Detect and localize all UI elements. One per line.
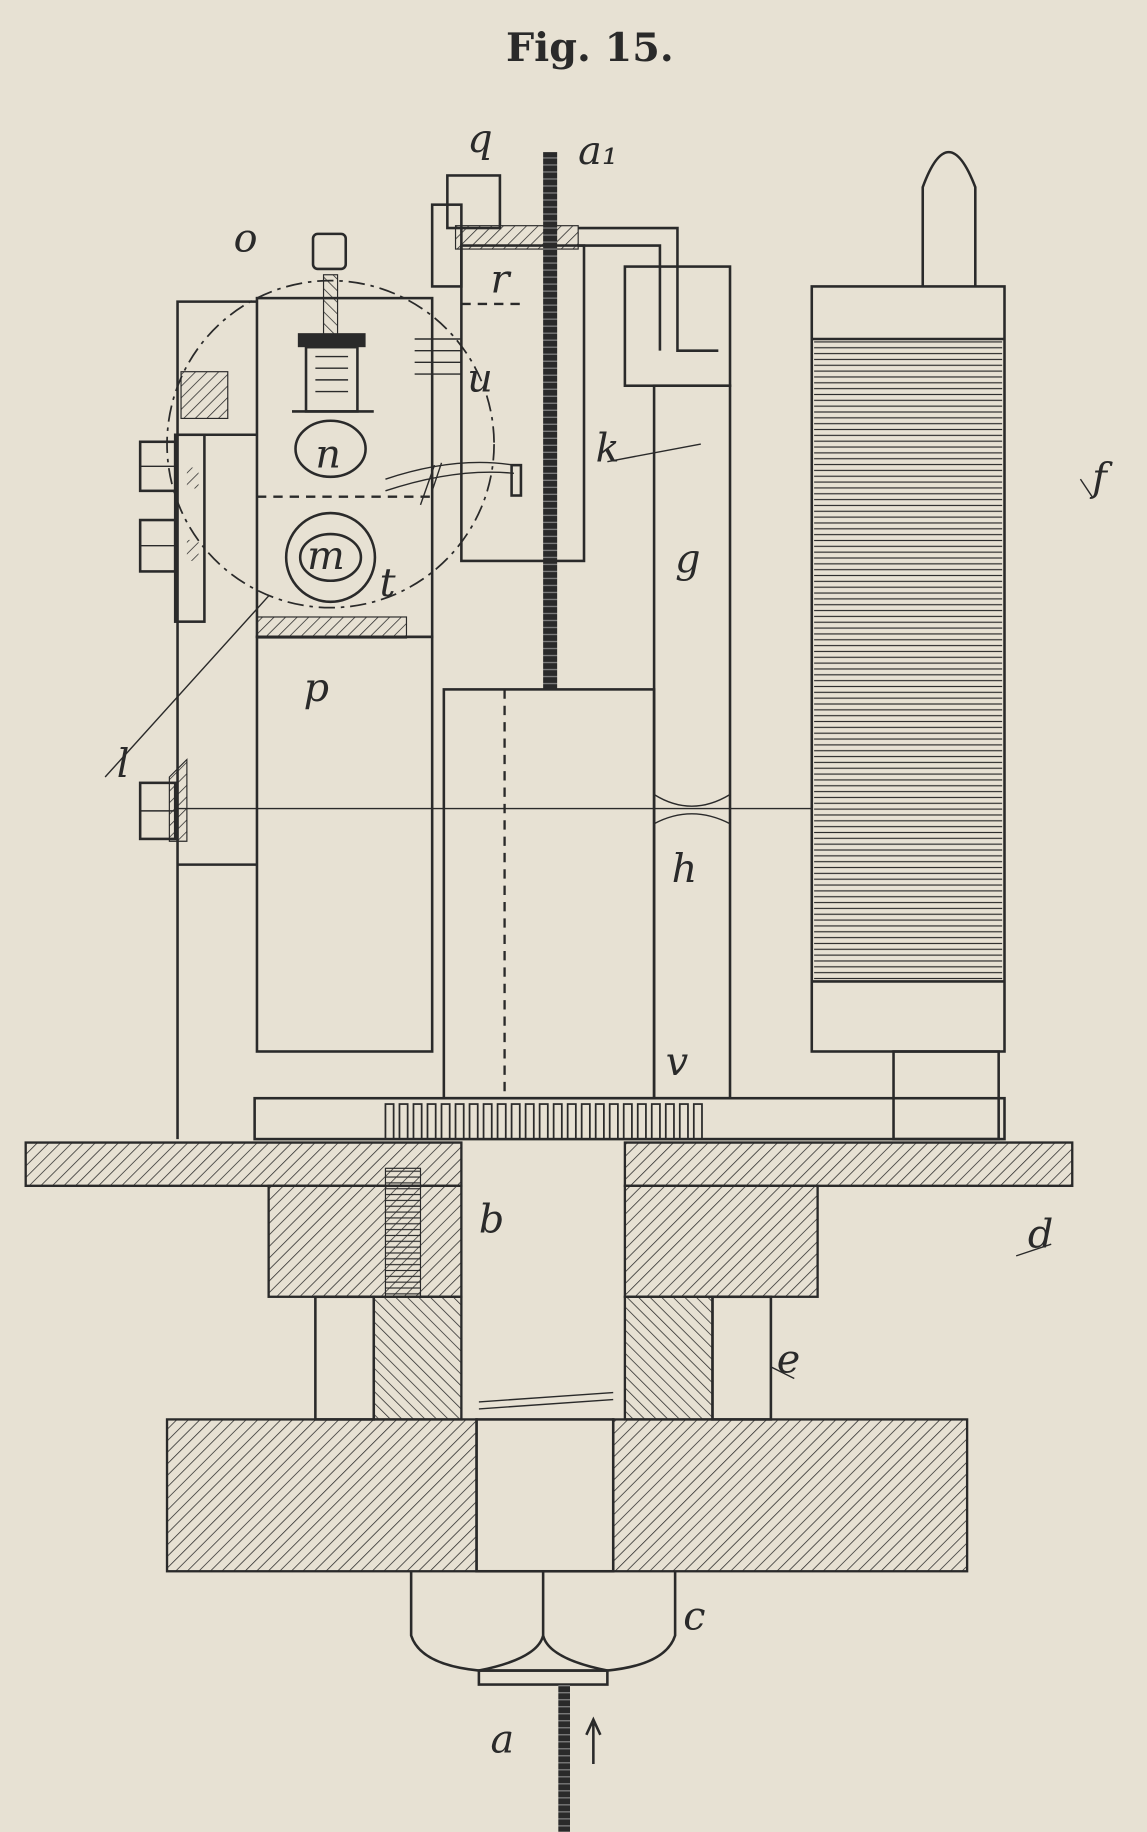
label-v: v — [666, 1039, 688, 1085]
gear-tooth — [664, 1103, 675, 1140]
label-a1: a₁ — [578, 128, 618, 174]
gear-tooth — [608, 1103, 619, 1140]
label-r: r — [491, 256, 512, 302]
column-g — [177, 265, 812, 1100]
gear-tooth — [692, 1103, 703, 1140]
label-b: b — [479, 1197, 504, 1243]
gear-tooth — [398, 1103, 409, 1140]
label-o: o — [234, 215, 258, 261]
gear-tooth — [440, 1103, 451, 1140]
gear-tooth — [650, 1103, 661, 1140]
gear-tooth — [594, 1103, 605, 1140]
rod-a — [558, 1684, 570, 1832]
gear-tooth — [622, 1103, 633, 1140]
gear-plate — [253, 1096, 1006, 1141]
label-e: e — [777, 1337, 801, 1383]
gear-tooth — [552, 1103, 563, 1140]
gear-tooth — [510, 1103, 521, 1140]
gear-tooth — [454, 1103, 465, 1140]
label-d: d — [1028, 1212, 1053, 1258]
left-frame — [173, 300, 257, 1140]
gear-tooth — [384, 1103, 395, 1140]
label-l: l — [117, 741, 130, 787]
label-h: h — [672, 846, 698, 892]
bolt-icon — [138, 440, 188, 842]
label-p: p — [304, 665, 329, 711]
label-f: f — [1089, 455, 1113, 501]
gear-tooth — [412, 1103, 423, 1140]
nut-c — [409, 1571, 677, 1686]
label-k: k — [596, 426, 620, 472]
gear-tooth — [468, 1103, 479, 1140]
contact-block — [166, 232, 495, 1053]
label-m: m — [307, 533, 345, 579]
figure-title: Fig. 15. — [506, 25, 674, 71]
rod-a1 — [543, 152, 558, 690]
label-t: t — [380, 560, 397, 606]
gear-tooth — [566, 1103, 577, 1140]
bottom-plate — [165, 1418, 969, 1573]
label-u: u — [467, 356, 493, 402]
gear-tooth — [678, 1103, 689, 1140]
label-q: q — [467, 116, 492, 162]
label-a: a — [491, 1716, 515, 1762]
gear-tooth — [496, 1103, 507, 1140]
coil-f — [810, 151, 1006, 1141]
gear-tooth — [580, 1103, 591, 1140]
gear-tooth — [636, 1103, 647, 1140]
gear-tooth — [524, 1103, 535, 1140]
label-n: n — [315, 431, 341, 477]
gear-tooth — [538, 1103, 549, 1140]
label-c: c — [683, 1594, 705, 1640]
base-plate-d — [24, 1141, 1074, 1421]
gear-tooth — [426, 1103, 437, 1140]
gear-tooth — [482, 1103, 493, 1140]
label-g: g — [675, 537, 700, 583]
arrow-up-icon — [585, 1716, 602, 1764]
